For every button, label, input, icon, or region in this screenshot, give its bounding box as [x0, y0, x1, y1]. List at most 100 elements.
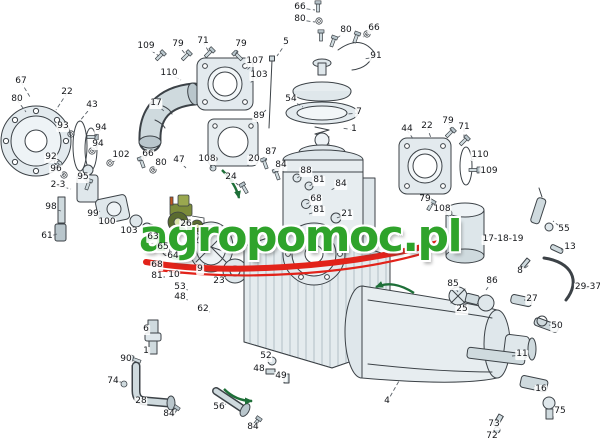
part-label-11: 11: [515, 349, 529, 360]
wire-handle: [337, 42, 375, 71]
part-label-21: 21: [340, 209, 354, 220]
part-label-109: 109: [136, 41, 156, 52]
bearing-ring: [292, 173, 302, 183]
part-label-81: 81: [312, 175, 326, 186]
part-label-62: 62: [196, 304, 210, 315]
part-label-64: 64: [166, 251, 180, 262]
flow-arrow-icon: [221, 169, 241, 199]
valve-cover-stack: [285, 58, 359, 160]
part-label-84: 84: [246, 422, 260, 433]
part-label-93: 93: [56, 121, 70, 132]
part-label-20: 20: [247, 154, 261, 165]
valve-seat: [265, 368, 276, 375]
part-label-13: 13: [563, 242, 577, 253]
part-label-75: 75: [553, 406, 567, 417]
part-label-54: 54: [284, 94, 298, 105]
part-label-67: 67: [14, 76, 28, 87]
part-label-96: 96: [49, 164, 63, 175]
part-label-1: 1: [142, 346, 150, 357]
part-label-94: 94: [91, 139, 105, 150]
part-label-55: 55: [557, 224, 571, 235]
outlet-flange: [398, 137, 473, 195]
part-label-108: 108: [197, 154, 217, 165]
part-label-2-3: 2-3: [49, 180, 67, 191]
part-label-6: 6: [142, 324, 150, 335]
part-label-43: 43: [85, 100, 99, 111]
part-label-92: 92: [44, 152, 58, 163]
part-label-66: 66: [141, 149, 155, 160]
part-label-80: 80: [293, 14, 307, 25]
part-label-48: 48: [252, 364, 266, 375]
part-label-84: 84: [274, 160, 288, 171]
part-label-79: 79: [418, 194, 432, 205]
part-label-109: 109: [479, 166, 499, 177]
part-label-110: 110: [470, 150, 490, 161]
part-label-1: 1: [350, 124, 358, 135]
part-label-71: 71: [196, 36, 210, 47]
part-label-85: 85: [446, 279, 460, 290]
part-label-79: 79: [441, 116, 455, 127]
rotor: [188, 221, 248, 284]
part-label-47: 47: [172, 155, 186, 166]
part-label-91: 91: [369, 51, 383, 62]
part-label-17-18-19: 17-18-19: [481, 234, 525, 245]
watermark-swoosh: [143, 240, 441, 277]
part-label-25: 25: [455, 304, 469, 315]
part-label-26: 26: [179, 219, 193, 230]
part-label-81: 81: [150, 271, 164, 282]
part-label-84: 84: [162, 409, 176, 420]
part-label-53: 53: [173, 282, 187, 293]
part-label-10: 10: [167, 270, 181, 281]
part-label-49: 49: [274, 371, 288, 382]
part-label-79: 79: [234, 39, 248, 50]
stud: [268, 59, 273, 129]
part-label-28: 28: [134, 396, 148, 407]
part-label-81: 81: [312, 205, 326, 216]
part-label-7: 7: [355, 107, 363, 118]
part-label-50: 50: [550, 321, 564, 332]
part-label-102: 102: [111, 150, 131, 161]
part-label-88: 88: [299, 166, 313, 177]
part-label-68: 68: [150, 260, 164, 271]
part-label-80: 80: [339, 25, 353, 36]
flow-arrow-icon: [375, 281, 415, 295]
part-label-86: 86: [485, 276, 499, 287]
part-label-107: 107: [245, 56, 265, 67]
part-label-22: 22: [60, 87, 74, 98]
accessories: [492, 187, 575, 434]
part-label-99: 99: [86, 209, 100, 220]
bearing-ring: [304, 181, 314, 191]
part-label-52: 52: [259, 351, 273, 362]
part-label-94: 94: [94, 123, 108, 134]
part-label-68: 68: [309, 194, 323, 205]
outlet-sleeve: [445, 202, 485, 264]
bearing-flange: [282, 222, 346, 286]
part-label-56: 56: [212, 402, 226, 413]
part-label-100: 100: [97, 217, 117, 228]
part-label-87: 87: [264, 147, 278, 158]
part-label-27: 27: [525, 294, 539, 305]
part-label-98: 98: [44, 202, 58, 213]
part-label-72: 72: [485, 431, 499, 442]
stud-head: [269, 55, 275, 62]
part-label-80: 80: [10, 94, 24, 105]
part-label-23: 23: [212, 276, 226, 287]
filter-flange: [196, 57, 259, 167]
part-label-110: 110: [159, 68, 179, 79]
part-label-22: 22: [420, 121, 434, 132]
tractor-icon: [167, 194, 205, 233]
part-label-17: 17: [149, 98, 163, 109]
part-label-65: 65: [156, 242, 170, 253]
part-label-71: 71: [457, 122, 471, 133]
part-label-84: 84: [334, 179, 348, 190]
flow-arrows: [221, 169, 415, 405]
part-label-103: 103: [119, 226, 139, 237]
part-label-73: 73: [487, 419, 501, 430]
part-label-90: 90: [119, 354, 133, 365]
part-label-4: 4: [383, 396, 391, 407]
part-label-8: 8: [516, 266, 524, 277]
part-label-16: 16: [534, 384, 548, 395]
part-label-66: 66: [293, 2, 307, 13]
part-label-89: 89: [252, 111, 266, 122]
